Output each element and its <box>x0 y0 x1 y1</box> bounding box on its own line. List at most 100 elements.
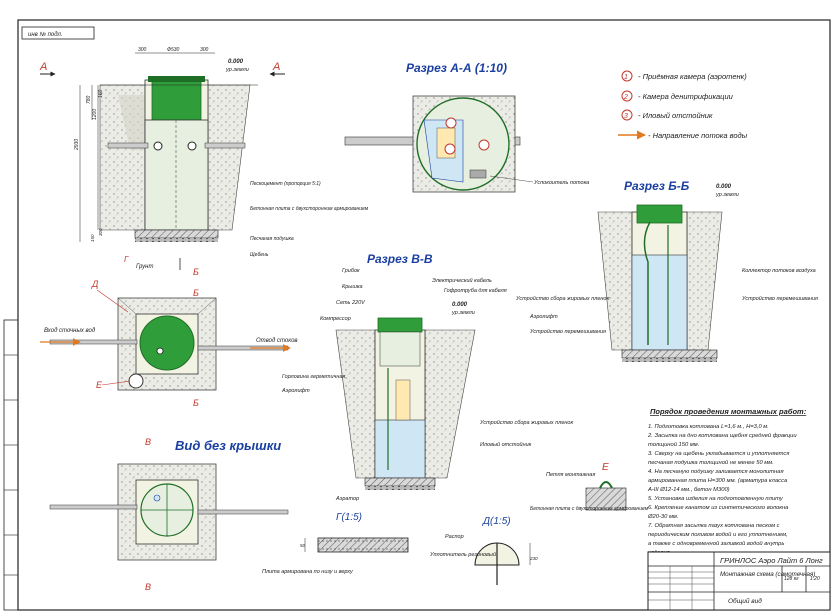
label-sand-bed: Песчаная подушка <box>250 236 294 242</box>
level-ground-vv: ур.земли <box>451 310 475 316</box>
top-view-no-lid <box>49 463 289 561</box>
level-zero-vv: 0.000 <box>452 302 468 308</box>
label-vv-sludge: Иловый отстойник <box>480 441 532 448</box>
procedure-step: толщиной 150 мм. <box>648 441 699 448</box>
procedure-step: армированная плита H=300 мм. (арматура к… <box>648 478 788 484</box>
procedure-step: 4. На песчаную подушку заливается моноли… <box>648 469 784 475</box>
detail-d-drawing <box>474 542 531 585</box>
dim-top-mid: Ф530 <box>167 47 180 53</box>
label-vv-neck: Горловина герметичная <box>282 374 345 380</box>
marker-v-bottom: В <box>145 582 151 592</box>
procedure-step: А-III Ø12-14 мм., бетон М300) <box>647 487 730 493</box>
procedure-title: Порядок проведения монтажных работ: <box>650 407 807 416</box>
legend-num-2: 2 <box>623 94 628 101</box>
marker-d: Д <box>91 279 99 289</box>
title-view-no-lid: Вид без крышки <box>175 438 281 453</box>
legend-num-3: 3 <box>624 113 628 120</box>
procedure-steps: 1. Подготовка котлована L=1,6 м., H=3,0 … <box>647 424 797 556</box>
label-bb-mix2: Устройство перемешивания <box>741 295 818 302</box>
dim-h3: 160 <box>98 89 104 98</box>
label-vv-aerator: Аэратор <box>335 496 359 502</box>
procedure-step: 7. Обратная засыпка пазух котлована песк… <box>648 523 780 529</box>
marker-b-plan-bottom: Б <box>193 398 199 408</box>
label-slab-left: Бетонная плита с двухсторонним армирован… <box>250 206 369 212</box>
label-gravel: Щебень <box>250 252 269 258</box>
label-vv-cable: Электрический кабель <box>432 277 492 284</box>
dim-h1: 780 <box>86 95 92 104</box>
dim-h4: 300 <box>98 228 103 236</box>
procedure-step: 1. Подготовка котлована L=1,6 м., H=3,0 … <box>648 424 769 430</box>
title-detail-e: Е <box>602 462 609 473</box>
dim-g1: 50 <box>300 543 306 548</box>
label-bb-fat: Устройство сбора жировых пленок <box>515 295 609 302</box>
level-zero-bb: 0.000 <box>716 184 732 190</box>
procedure-step: 5. Установка изделия на подготовленную п… <box>648 496 784 502</box>
title-view: Общий вид <box>728 597 762 605</box>
title-scale: 1:20 <box>810 576 820 582</box>
dim-top-left: 300 <box>138 47 147 53</box>
label-soil: Грунт <box>136 264 153 270</box>
procedure-step: 2. Засыпка на дно котлована щебня средне… <box>647 432 797 439</box>
level-zero-left: 0.000 <box>228 59 244 65</box>
procedure-step: а также с одновременной заливкой водой в… <box>648 540 784 547</box>
label-inlet: Вход сточных вод <box>44 328 96 334</box>
marker-a-right: А <box>272 61 280 73</box>
procedure-step: 6. Крепление канатом из синтетического в… <box>648 505 789 511</box>
plan-view <box>49 297 289 391</box>
title-product: ГРИНЛОС Аэро Лайт 6 Лонг <box>720 556 823 565</box>
dim-top-right: 300 <box>200 47 209 53</box>
label-slab-e: Бетонная плита с двухсторонним армирован… <box>530 506 649 512</box>
dim-height-total: 2930 <box>74 139 80 151</box>
dim-h2: 1200 <box>92 109 98 120</box>
marker-v-left: В <box>145 437 151 447</box>
label-vv-fat: Устройство сбора жировых пленок <box>479 419 573 426</box>
section-vv-drawing <box>335 317 476 490</box>
dim-h5: 150 <box>90 234 95 242</box>
legend-item-1: - Приёмная камера (аэротенк) <box>638 72 747 81</box>
label-seal: Уплотнитель резиновый <box>429 551 496 558</box>
marker-b-top-left: Б <box>193 267 199 277</box>
label-bb-mix: Устройство перемешивания <box>529 328 606 335</box>
label-bb-airlift: Аэролифт <box>529 314 558 320</box>
title-section-bb: Разрез Б-Б <box>624 179 690 193</box>
side-stamp-cells <box>4 354 18 576</box>
label-bb-collector: Коллектор потоков воздуха <box>742 268 816 274</box>
label-flow-calm: Успокоитель потока <box>533 180 589 186</box>
legend-flow: - Направление потока воды <box>648 131 748 140</box>
marker-a-left: А <box>39 61 47 73</box>
legend: 1 - Приёмная камера (аэротенк) 2 - Камер… <box>618 70 748 140</box>
label-outlet: Отвод стоков <box>256 338 298 344</box>
procedure-step: Ø20-30 мм. <box>647 514 679 520</box>
marker-b-plan: Б <box>193 288 199 298</box>
title-doc: Монтажная схема (самотечная) <box>720 571 815 578</box>
label-pipe-reinforced: Плита армирована по низу и верху <box>262 569 354 575</box>
title-detail-g: Г(1:5) <box>336 512 362 523</box>
label-loop: Петля монтажная <box>546 472 595 478</box>
label-vv-compressor: Компрессор <box>320 316 351 322</box>
title-section-aa: Разрез А-А (1:10) <box>406 61 507 75</box>
label-vv-power: Сеть 220V <box>336 300 366 306</box>
procedure-step: периодическим поливом водой и его уплотн… <box>648 531 788 538</box>
legend-item-3: - Иловый отстойник <box>638 111 713 120</box>
detail-g-drawing <box>304 537 409 553</box>
procedure-step: 3. Сверху на щебень укладывается и уплот… <box>648 451 789 457</box>
legend-num-1: 1 <box>624 74 628 81</box>
title-mass: 128 кг <box>784 576 799 582</box>
level-ground-left: ур.земли <box>225 67 249 73</box>
level-ground-bb: ур.земли <box>715 192 739 198</box>
label-vv-fungus: Грибок <box>342 268 360 274</box>
title-section-vv: Разрез В-В <box>367 252 433 266</box>
marker-g: Г <box>124 255 129 264</box>
elevation-section-left <box>79 52 258 242</box>
procedure-step: песчаная подушка толщиной не менее 50 мм… <box>648 459 774 466</box>
title-block <box>647 551 831 611</box>
label-vv-airlift: Аэролифт <box>281 388 310 394</box>
label-vv-cable-pipe: Гофротруба для кабеля <box>444 288 507 294</box>
legend-item-2: - Камера денитрификации <box>638 92 734 101</box>
label-vv-lid: Крышка <box>342 284 363 290</box>
title-detail-d: Д(1:5) <box>482 516 511 527</box>
label-rasp: Распор <box>445 534 464 540</box>
section-bb-drawing <box>597 204 723 362</box>
detail-e-drawing <box>585 481 627 511</box>
